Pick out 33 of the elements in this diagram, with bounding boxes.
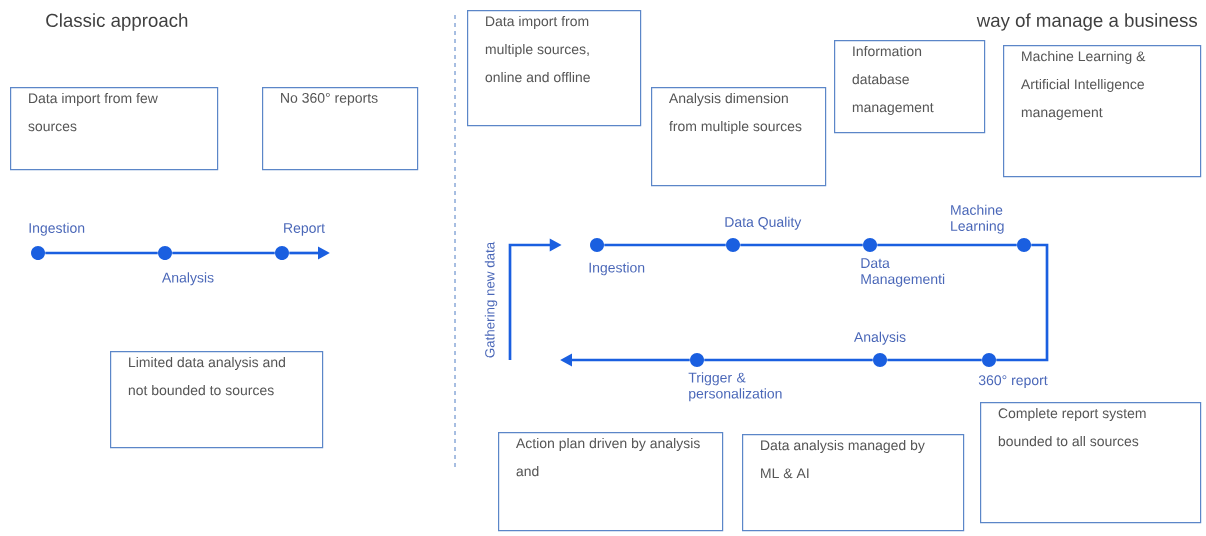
edge-label: Gathering new data bbox=[484, 241, 498, 358]
text-box: Action plan driven by analysis and bbox=[498, 432, 724, 532]
step-dot bbox=[982, 353, 996, 367]
text-box: No 360° reports bbox=[262, 87, 419, 171]
step-label: Machine Learning bbox=[951, 204, 1004, 234]
step-dot bbox=[158, 246, 172, 260]
step-label: Analysis bbox=[161, 272, 214, 286]
step-label: Report bbox=[284, 223, 325, 236]
step-label: Ingestion bbox=[589, 262, 645, 276]
step-label: Ingestion bbox=[29, 222, 85, 236]
step-dot bbox=[275, 246, 289, 260]
step-label: Data Quality bbox=[725, 216, 802, 230]
heading: Classic approach bbox=[46, 13, 188, 31]
step-dot bbox=[873, 353, 887, 367]
step-label: 360° report bbox=[978, 375, 1048, 388]
text-box: Data import from few sources bbox=[10, 87, 219, 171]
step-dot bbox=[31, 246, 45, 260]
text-box: Information database management bbox=[834, 40, 986, 134]
text-box: Analysis dimension from multiple sources bbox=[651, 87, 827, 187]
text-box: Limited data analysis and not bounded to sources bbox=[110, 351, 324, 449]
step-label: Data Managementi bbox=[861, 258, 945, 287]
step-dot bbox=[726, 238, 740, 252]
step-label: Analysis bbox=[853, 331, 906, 345]
step-dot bbox=[1017, 238, 1031, 252]
step-dot bbox=[690, 353, 704, 367]
step-dot bbox=[590, 238, 604, 252]
text-box: Data import from multiple sources, online and offline bbox=[467, 10, 642, 127]
step-label: Trigger & personalization bbox=[688, 372, 782, 402]
heading: way of manage a business bbox=[976, 13, 1197, 31]
step-dot bbox=[863, 238, 877, 252]
text-box: Data analysis managed by ML & AI bbox=[742, 434, 965, 532]
text-box: Complete report system bounded to all sources bbox=[980, 402, 1202, 524]
text-box: Machine Learning & Artificial Intelligence management bbox=[1003, 45, 1202, 178]
